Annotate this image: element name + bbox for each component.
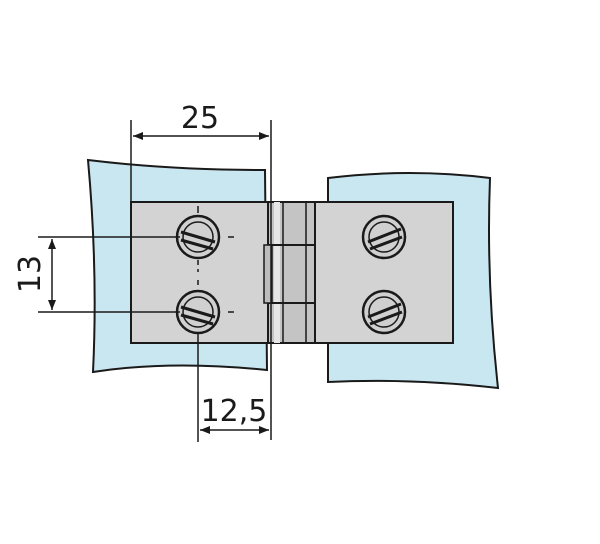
dimension-width-label: 25 — [181, 101, 219, 136]
dimension-hole-offset — [197, 334, 269, 442]
dimension-hole-offset-label: 12,5 — [201, 394, 268, 429]
hinge-knuckle — [263, 201, 316, 344]
dimension-hole-spacing — [38, 236, 180, 313]
screw-icon — [361, 214, 407, 260]
dimension-width — [130, 120, 272, 440]
screw-icon — [361, 289, 407, 335]
dimension-hole-spacing-label: 13 — [13, 255, 48, 293]
screw-icon — [175, 214, 221, 260]
screw-icon — [175, 289, 221, 335]
hole-centerlines — [197, 206, 234, 313]
